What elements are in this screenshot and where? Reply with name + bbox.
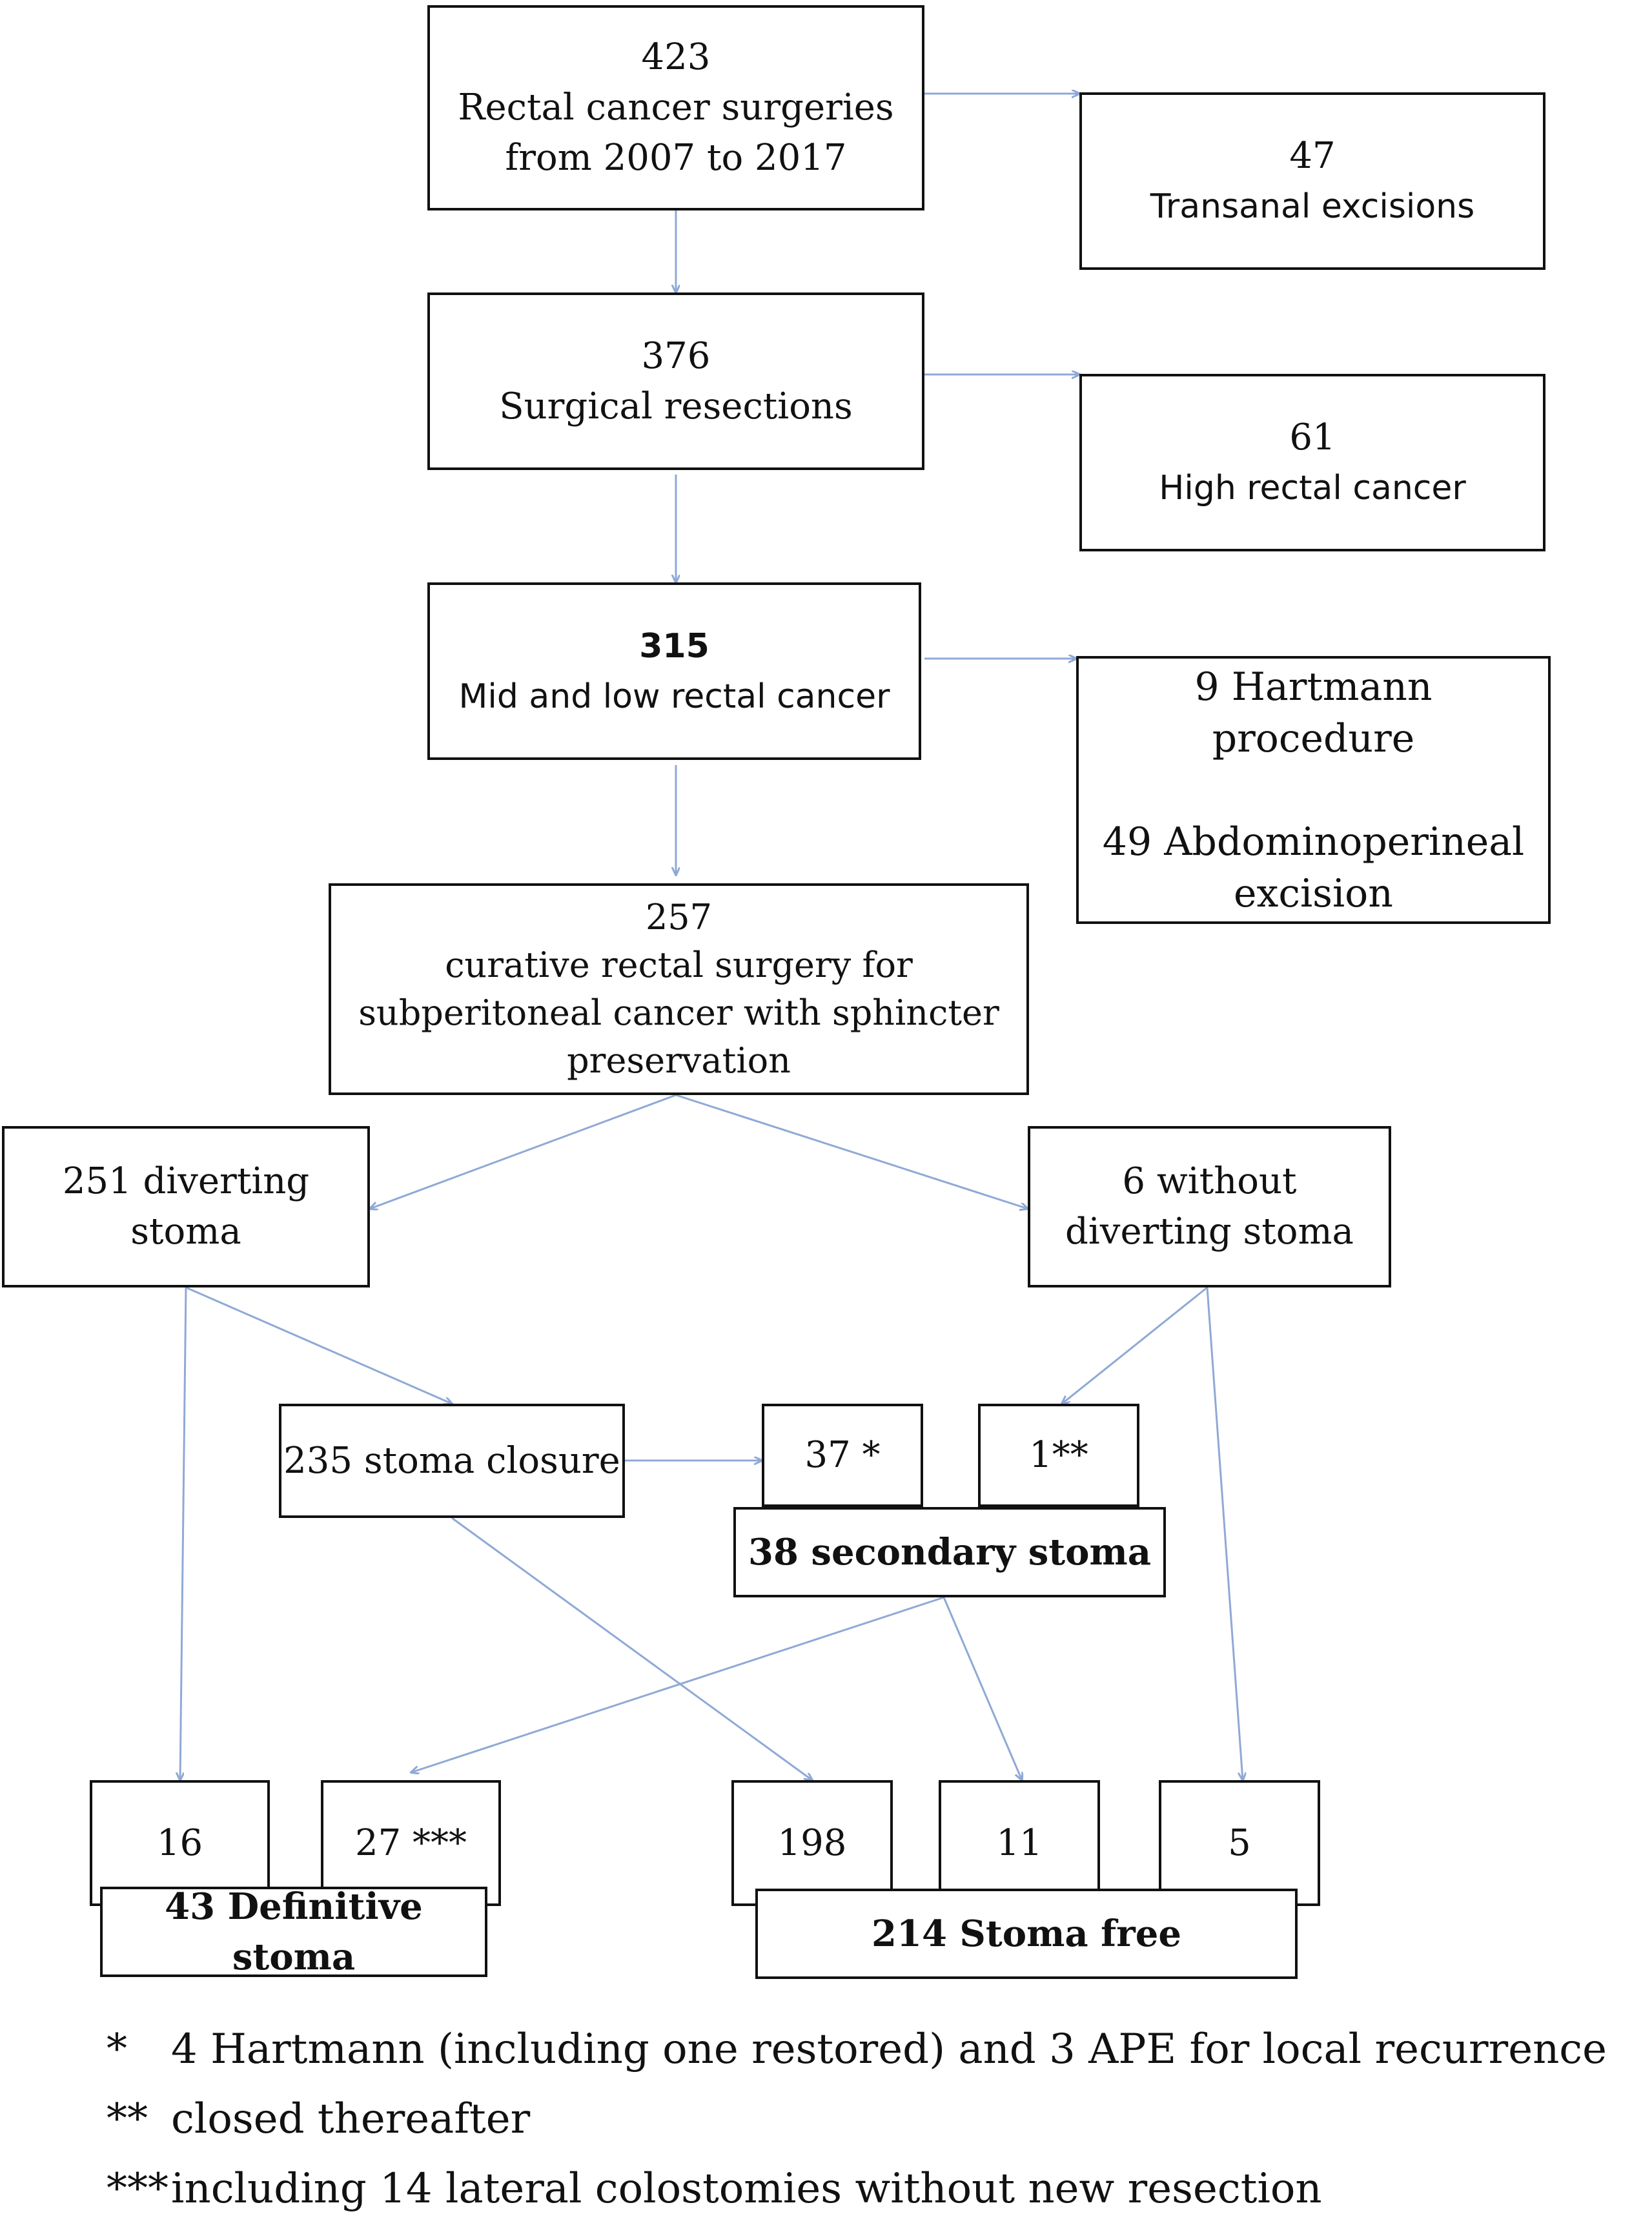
node-1-label: 1** — [1029, 1434, 1088, 1476]
node-midlow-count: 315 — [639, 626, 709, 666]
arrow-diverting-to-16 — [180, 1287, 187, 1780]
node-midlow: 315 Mid and low rectal cancer — [427, 582, 921, 760]
node-high: 61 High rectal cancer — [1079, 374, 1545, 551]
node-16-label: 16 — [156, 1821, 203, 1864]
node-curative-count: 257 — [645, 897, 713, 938]
node-definitive-label: 43 Definitive stoma — [165, 1885, 423, 1978]
arrow-closure-to-198 — [451, 1517, 812, 1780]
node-hartmann-line-3: 49 Abdominoperineal — [1102, 819, 1525, 865]
node-stomafree: 214 Stoma free — [755, 1889, 1298, 1979]
node-hartmann: 9 Hartmann procedure 49 Abdominoperineal… — [1076, 656, 1551, 924]
arrow-without-to-1 — [1062, 1286, 1208, 1404]
footnote-3: *** including 14 lateral colostomies wit… — [107, 2154, 1607, 2224]
node-secondary-label: 38 secondary stoma — [748, 1531, 1151, 1574]
node-198-label: 198 — [777, 1821, 847, 1864]
node-5-label: 5 — [1228, 1821, 1251, 1864]
node-resections-count: 376 — [641, 334, 711, 377]
node-closure-label: 235 stoma closure — [283, 1439, 620, 1482]
arrow-without-to-5 — [1206, 1287, 1243, 1780]
node-diverting-label-2: stoma — [130, 1211, 241, 1253]
arrow-secondary-to-11 — [943, 1597, 1022, 1780]
node-198: 198 — [731, 1780, 893, 1906]
arrow-curative-to-without — [675, 1094, 1028, 1209]
node-without-label-2: diverting stoma — [1065, 1211, 1354, 1253]
node-total-count: 423 — [641, 36, 711, 78]
node-37: 37 * — [762, 1404, 923, 1507]
node-without: 6 without diverting stoma — [1028, 1126, 1391, 1287]
node-curative-label-2: subperitoneal cancer with sphincter — [358, 992, 999, 1033]
node-curative-label-1: curative rectal surgery for — [445, 945, 913, 985]
node-midlow-label: Mid and low rectal cancer — [458, 677, 890, 716]
node-hartmann-line-4: excision — [1234, 870, 1393, 916]
node-1: 1** — [978, 1404, 1139, 1507]
node-transanal-count: 47 — [1289, 134, 1336, 177]
footnote-2-text: closed thereafter — [171, 2095, 531, 2143]
node-closure: 235 stoma closure — [279, 1404, 625, 1518]
footnote-1: * 4 Hartmann (including one restored) an… — [107, 2015, 1607, 2084]
arrow-secondary-to-27 — [411, 1596, 944, 1772]
node-5: 5 — [1159, 1780, 1320, 1906]
node-total-label-1: Rectal cancer surgeries — [458, 87, 894, 128]
node-hartmann-line-1: 9 Hartmann — [1194, 664, 1433, 710]
node-37-label: 37 * — [804, 1434, 881, 1476]
node-resections-label: Surgical resections — [499, 385, 853, 427]
footnote-1-mark: * — [107, 2025, 127, 2073]
node-hartmann-line-2: procedure — [1212, 715, 1415, 761]
node-transanal: 47 Transanal excisions — [1079, 92, 1545, 270]
node-high-count: 61 — [1289, 416, 1336, 458]
arrow-curative-to-diverting — [370, 1094, 677, 1209]
node-transanal-label: Transanal excisions — [1150, 187, 1475, 226]
node-16: 16 — [90, 1780, 270, 1906]
node-11-label: 11 — [996, 1821, 1043, 1864]
footnote-2-mark: ** — [107, 2095, 148, 2143]
node-11: 11 — [939, 1780, 1100, 1906]
footnote-2: ** closed thereafter — [107, 2084, 1607, 2154]
node-secondary: 38 secondary stoma — [733, 1507, 1166, 1597]
node-27: 27 *** — [321, 1780, 501, 1906]
footnote-3-mark: *** — [107, 2165, 168, 2213]
node-without-label-1: 6 without — [1122, 1160, 1297, 1202]
node-diverting-label-1: 251 diverting — [62, 1160, 310, 1202]
node-27-label: 27 *** — [354, 1821, 467, 1864]
node-curative-label-3: preservation — [567, 1040, 791, 1081]
footnote-3-text: including 14 lateral colostomies without… — [171, 2165, 1322, 2213]
node-definitive: 43 Definitive stoma — [100, 1885, 487, 1978]
node-high-label: High rectal cancer — [1159, 468, 1466, 508]
node-total: 423 Rectal cancer surgeries from 2007 to… — [427, 5, 924, 210]
footnote-1-text: 4 Hartmann (including one restored) and … — [171, 2025, 1607, 2073]
footnotes: * 4 Hartmann (including one restored) an… — [107, 2015, 1607, 2224]
node-total-label-2: from 2007 to 2017 — [505, 137, 847, 179]
node-resections: 376 Surgical resections — [427, 292, 924, 470]
node-curative: 257 curative rectal surgery for subperit… — [329, 883, 1029, 1095]
arrow-diverting-to-closure — [185, 1286, 452, 1404]
node-stomafree-label: 214 Stoma free — [872, 1912, 1181, 1955]
node-diverting: 251 diverting stoma — [2, 1126, 370, 1287]
